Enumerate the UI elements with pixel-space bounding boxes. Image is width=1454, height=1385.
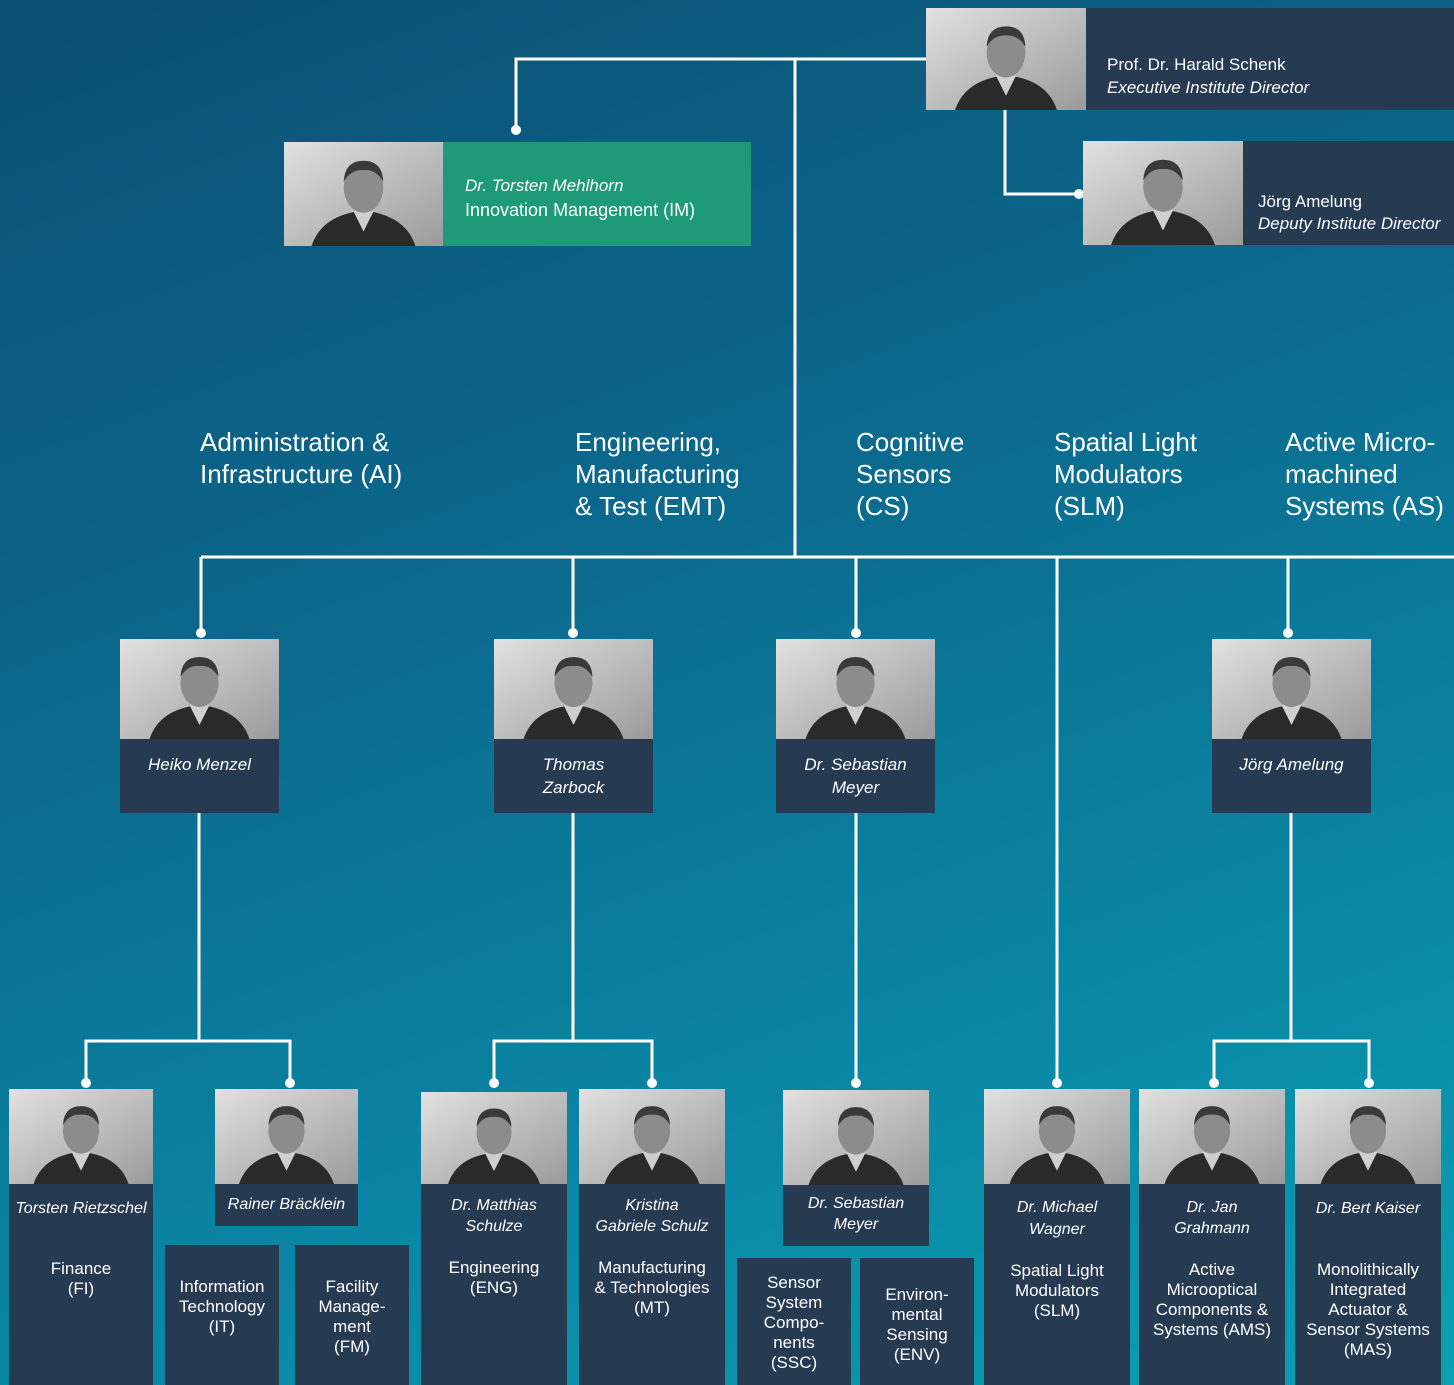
group-photo [9,1089,153,1184]
group-unit-label: Active Microoptical Components & Systems… [1139,1260,1285,1340]
dept-head-photo [776,639,935,739]
dept-label-slm: Spatial Light Modulators (SLM) [1054,427,1198,521]
group-unit-it: Information Technology (IT) [165,1245,279,1385]
dept-label-cs: Cognitive Sensors (CS) [856,427,965,521]
group-unit-text: Spatial Light Modulators (SLM) [1010,1261,1104,1320]
group-person-name: Dr. Michael Wagner [1016,1199,1098,1238]
innovation-card: Dr. Torsten Mehlhorn Innovation Manageme… [284,142,751,246]
dept-label-as: Active Micro- machined Systems (AS) [1285,427,1444,521]
group-unit-text: Engineering (ENG) [448,1258,540,1297]
group-card-fi: Torsten Rietzschel Finance (FI) [9,1089,153,1385]
dept-head-name: Heiko Menzel [148,755,251,774]
group-card-mt: Kristina Gabriele Schulz Manufacturing &… [579,1089,725,1385]
dept-label-ai: Administration & Infrastructure (AI) [200,427,403,489]
innovation-name: Dr. Torsten Mehlhorn [465,176,624,195]
group-photo [421,1092,567,1184]
group-person-name: Rainer Bräcklein [227,1196,346,1213]
group-unit-fm: Facility Manage- ment (FM) [295,1245,409,1385]
group-card-mas: Dr. Bert Kaiser Monolithically Integrate… [1295,1089,1441,1385]
director-name: Prof. Dr. Harald Schenk [1107,55,1286,74]
dept-head-card-cs: Dr. Sebastian Meyer [776,639,935,813]
group-unit-text: Monolithically Integrated Actuator & Sen… [1306,1260,1430,1359]
group-unit-label: Engineering (ENG) [421,1258,567,1298]
group-person-name: Dr. Sebastian Meyer [807,1195,905,1233]
director-title: Executive Institute Director [1107,78,1310,97]
group-card-eng: Dr. Matthias Schulze Engineering (ENG) [421,1092,567,1385]
innovation-unit: Innovation Management (IM) [465,200,696,220]
group-unit-label: Monolithically Integrated Actuator & Sen… [1295,1260,1441,1360]
group-card-ams: Dr. Jan Grahmann Active Microoptical Com… [1139,1089,1285,1385]
group-person-name: Torsten Rietzschel [15,1200,147,1217]
group-unit-label: Finance (FI) [9,1259,153,1299]
group-unit-env: Environ- mental Sensing (ENV) [860,1258,974,1385]
group-person-name: Kristina Gabriele Schulz [595,1197,709,1235]
group-photo [1139,1089,1285,1184]
deputy-photo [1083,141,1243,245]
group-person-name: Dr. Matthias Schulze [451,1197,537,1235]
dept-head-photo [1212,639,1371,739]
group-card-slm: Dr. Michael Wagner Spatial Light Modulat… [984,1089,1130,1385]
group-photo [1295,1089,1441,1184]
dept-head-name: Dr. Sebastian Meyer [804,755,907,797]
group-unit-text: Environ- mental Sensing (ENV) [885,1285,949,1364]
group-unit-label: Manufacturing & Technologies (MT) [579,1258,725,1318]
group-unit-text: Information Technology (IT) [178,1277,265,1336]
dept-head-photo [120,639,279,739]
deputy-title: Deputy Institute Director [1258,214,1441,233]
director-card: Prof. Dr. Harald Schenk Executive Instit… [926,8,1454,110]
deputy-card: Jörg Amelung Deputy Institute Director [1083,141,1454,245]
group-photo [783,1090,929,1185]
group-photo [984,1089,1130,1184]
group-unit-text: Sensor System Compo- nents (SSC) [763,1273,825,1372]
group-photo [215,1089,358,1184]
group-unit-ssc: Sensor System Compo- nents (SSC) [737,1258,851,1385]
group-unit-text: Facility Manage- ment (FM) [318,1277,386,1356]
dept-label-emt: Engineering, Manufacturing & Test (EMT) [575,427,740,521]
dept-head-card-ai: Heiko Menzel [120,639,279,813]
group-unit-text: Finance (FI) [50,1259,112,1298]
group-person-name: Dr. Jan Grahmann [1174,1199,1250,1237]
group-unit-text: Active Microoptical Components & Systems… [1152,1260,1272,1339]
group-photo [579,1089,725,1184]
dept-head-card-emt: Thomas Zarbock [494,639,653,813]
innovation-photo [284,142,443,246]
group-person-name: Dr. Bert Kaiser [1315,1200,1421,1217]
dept-head-photo [494,639,653,739]
deputy-name: Jörg Amelung [1258,192,1362,211]
dept-head-name: Thomas Zarbock [542,755,605,797]
group-person-card-sm: Dr. Sebastian Meyer [783,1090,929,1246]
group-unit-text: Manufacturing & Technologies (MT) [594,1258,710,1317]
director-photo [926,8,1086,110]
group-person-card-rb: Rainer Bräcklein [215,1089,358,1226]
dept-head-card-as: Jörg Amelung [1212,639,1371,813]
group-unit-label: Spatial Light Modulators (SLM) [984,1261,1130,1321]
dept-head-name: Jörg Amelung [1239,755,1344,774]
